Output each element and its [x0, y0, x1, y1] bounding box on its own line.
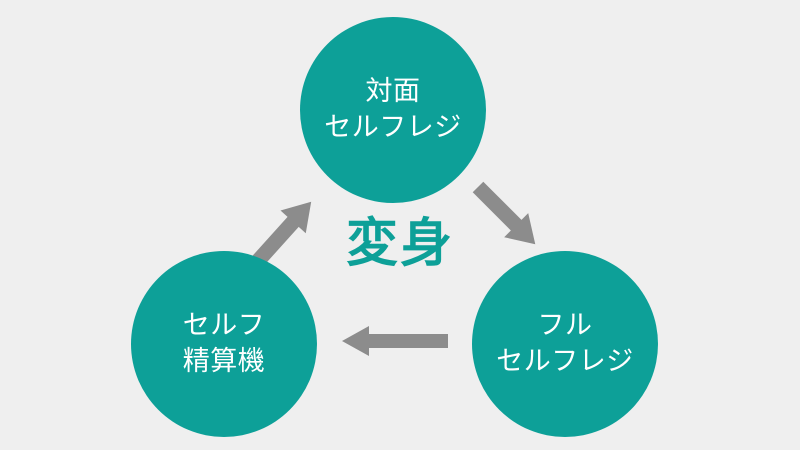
- node-top[interactable]: 対面 セルフレジ: [300, 17, 486, 203]
- node-bottom-left-label-line2: 精算機: [182, 346, 266, 376]
- center-label: 変身: [345, 214, 454, 274]
- node-bottom-left-label-line1: セルフ: [182, 310, 266, 341]
- node-bottom-right-label-line2: セルフレジ: [496, 346, 634, 376]
- arrow-bottom-right-to-bottom-left: [342, 326, 448, 356]
- arrow-shape-left: [342, 326, 448, 356]
- node-bottom-right[interactable]: フル セルフレジ: [472, 251, 658, 437]
- node-top-label-line2: セルフレジ: [324, 112, 462, 142]
- node-bottom-right-label-line1: フル: [537, 310, 593, 341]
- node-top-label-line1: 対面: [365, 76, 421, 107]
- node-bottom-left[interactable]: セルフ 精算機: [131, 251, 317, 437]
